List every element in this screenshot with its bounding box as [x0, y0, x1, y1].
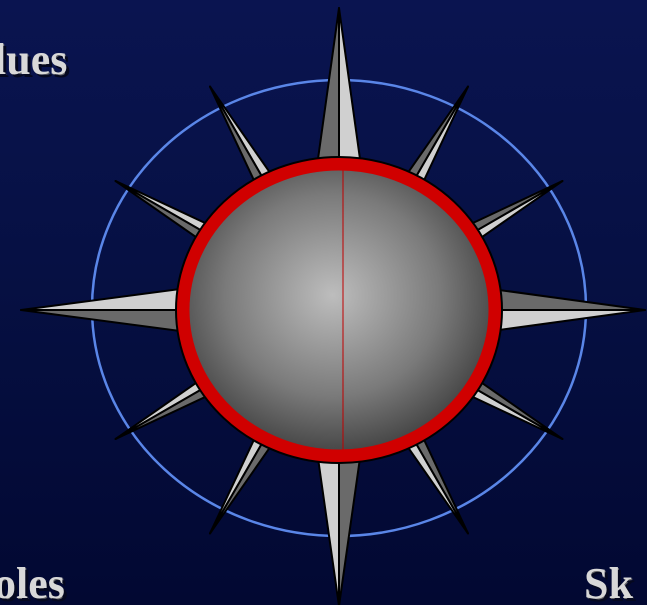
compass-rose-icon	[0, 0, 647, 605]
slide: lues oles Sk	[0, 0, 647, 605]
